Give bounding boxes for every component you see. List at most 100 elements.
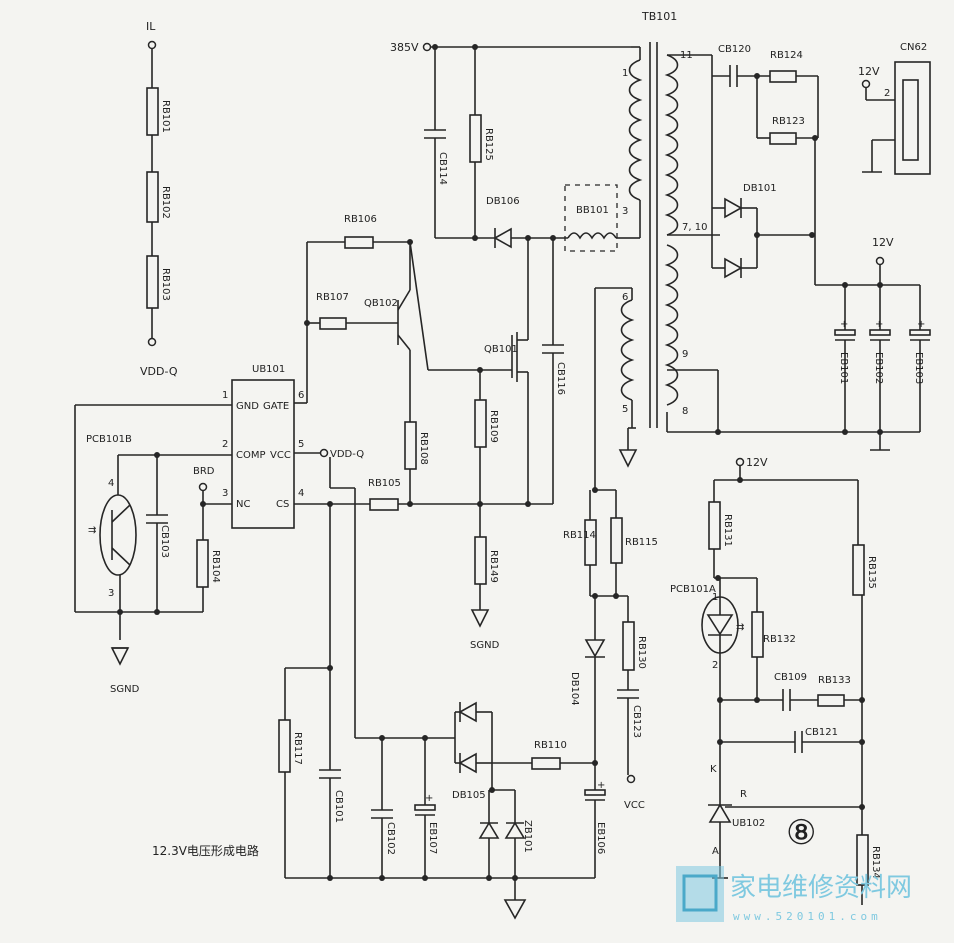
- resistor-rb109: [474, 399, 487, 448]
- bead-bb101: [567, 232, 617, 240]
- resistor-rb108: [404, 421, 417, 470]
- label-tb101: TB101: [641, 10, 677, 23]
- ground-symbol-3: [618, 449, 638, 468]
- svg-text:+: +: [597, 780, 605, 791]
- label-cb121: CB121: [805, 727, 838, 738]
- ic-pin-1-num: 1: [222, 390, 228, 401]
- label-rb108: RB108: [418, 432, 429, 465]
- divider-string: IL RB101 RB102 RB103 VDD-Q: [140, 20, 178, 378]
- ic-pin-3-num: 3: [222, 488, 228, 499]
- label-cb101: CB101: [333, 790, 344, 823]
- ic-pin-5-num: 5: [298, 439, 304, 450]
- label-qb101: QB101: [484, 344, 518, 355]
- ic-ub101-body: [231, 379, 295, 529]
- ic-pin-2-num: 2: [222, 439, 228, 450]
- net-vcc: VCC: [624, 800, 645, 811]
- resistor-rb110: [531, 757, 561, 770]
- cn62-pin-2: 2: [884, 88, 890, 99]
- diode-db101-a: [724, 197, 743, 219]
- svg-text:⇉: ⇉: [736, 622, 744, 633]
- pin-r: R: [740, 789, 747, 800]
- zener-zb101-b: [504, 821, 526, 839]
- cap-eb102: [869, 329, 891, 336]
- label-rb123: RB123: [772, 116, 805, 127]
- label-rb105: RB105: [368, 478, 401, 489]
- label-rb114: RB114: [563, 530, 596, 541]
- primary-top: 385V CB114 RB125 DB106 BB101: [390, 41, 632, 252]
- label-pcb101b: PCB101B: [86, 434, 132, 445]
- label-cb123: CB123: [631, 705, 642, 738]
- zener-zb101-a: [478, 821, 500, 839]
- cap-eb103: [909, 329, 931, 336]
- tb101-pin-8: 8: [682, 406, 688, 417]
- label-rb107: RB107: [316, 292, 349, 303]
- watermark-site: 家电维修资料网: [730, 873, 912, 903]
- net-385v: 385V: [390, 41, 419, 54]
- gate-drive: RB106 RB107 QB102 RB108: [307, 214, 512, 504]
- label-eb106: EB106: [595, 822, 606, 854]
- label-rb124: RB124: [770, 50, 803, 61]
- cap-eb107: [414, 804, 436, 811]
- resistor-rb131: [708, 501, 721, 550]
- net-sgnd-2: SGND: [470, 640, 500, 651]
- resistor-rb104: [196, 539, 209, 588]
- label-db101: DB101: [743, 183, 777, 194]
- controller-ub101: UB101 1 GND 2 COMP 3 NC 6 GATE 5 VCC 4 C…: [75, 241, 370, 540]
- resistor-rb130: [622, 621, 635, 671]
- label-rb101: RB101: [160, 100, 171, 133]
- diode-db106: [493, 227, 512, 249]
- resistor-rb125: [469, 114, 482, 163]
- label-pcb101a: PCB101A: [670, 584, 716, 595]
- diode-db105-b: [458, 752, 477, 774]
- diode-db105-a: [458, 701, 477, 723]
- label-eb103: EB103: [913, 352, 924, 384]
- resistor-rb135: [852, 544, 865, 596]
- label-cb116: CB116: [555, 362, 566, 395]
- watermark-url: www.520101.com: [733, 910, 882, 923]
- label-qb102: QB102: [364, 298, 398, 309]
- label-rb133: RB133: [818, 675, 851, 686]
- cap-eb101: [834, 329, 856, 336]
- resistor-rb106: [344, 236, 374, 249]
- tb101-pin-9: 9: [682, 349, 688, 360]
- resistor-rb123: [769, 132, 797, 145]
- ic-pin-6-label: GATE: [263, 401, 289, 412]
- label-bb101: BB101: [576, 205, 609, 216]
- pc-pin-3: 3: [108, 588, 114, 599]
- svg-text:⇉: ⇉: [88, 525, 96, 536]
- resistor-rb115: [610, 517, 623, 564]
- tb101-pin-1: 1: [622, 68, 628, 79]
- net-il: IL: [146, 20, 156, 33]
- tb101-pin-5: 5: [622, 404, 628, 415]
- label-rb130: RB130: [636, 636, 647, 669]
- label-ub101: UB101: [252, 364, 285, 375]
- label-rb117: RB117: [292, 732, 303, 765]
- label-cb103: CB103: [159, 525, 170, 558]
- ic-pin-5-label: VCC: [270, 450, 291, 461]
- label-rb132: RB132: [763, 634, 796, 645]
- label-db104: DB104: [569, 672, 580, 706]
- label-ub102: UB102: [732, 818, 765, 829]
- label-rb103: RB103: [160, 268, 171, 301]
- resistor-rb117: [278, 719, 291, 773]
- ic-pin-4-num: 4: [298, 488, 304, 499]
- label-zb101: ZB101: [522, 820, 533, 853]
- optocoupler-pcb101b: PCB101B 4 3 ⇉ CB103 RB104 SGND: [74, 405, 221, 695]
- net-12v-a: 12V: [746, 456, 768, 469]
- net-vdd-q: VDD-Q: [140, 365, 178, 378]
- label-cb114: CB114: [437, 152, 448, 185]
- svg-text:+: +: [917, 319, 925, 330]
- label-cb120: CB120: [718, 44, 751, 55]
- resistor-rb114: [584, 519, 597, 566]
- diode-db101-b: [724, 257, 743, 279]
- label-eb107: EB107: [427, 822, 438, 854]
- svg-text:+: +: [875, 319, 883, 330]
- net-12v-b: 12V: [872, 236, 894, 249]
- pc-pin-4: 4: [108, 478, 114, 489]
- diode-db104: [584, 639, 606, 658]
- label-rb110: RB110: [534, 740, 567, 751]
- label-rb149: RB149: [488, 550, 499, 583]
- resistor-rb103: [146, 255, 159, 309]
- secondary-output: CB120 RB124 RB123 DB101: [666, 44, 931, 451]
